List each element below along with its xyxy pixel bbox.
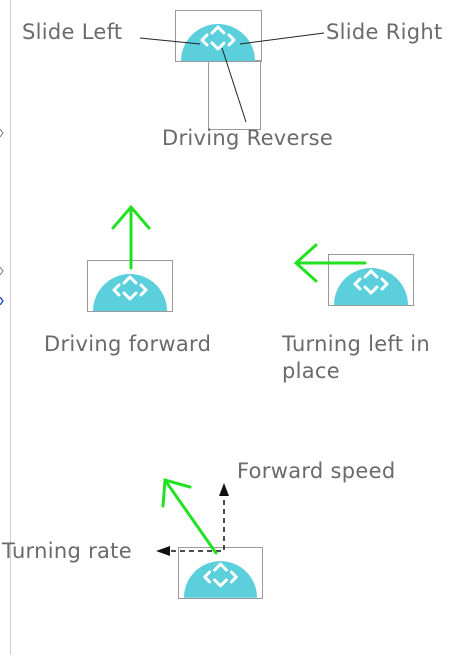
label-driving-forward: Driving forward (44, 332, 212, 356)
joystick-box-combined (178, 547, 263, 599)
label-turning-left-line2: place (282, 359, 340, 383)
arrow-diagonal-icon (161, 478, 218, 555)
joystick-dome-icon (181, 24, 255, 61)
leader-slide-right (239, 32, 325, 45)
joystick-dome-icon (183, 561, 258, 598)
joystick-box-top (175, 10, 262, 62)
arrow-left-icon (293, 243, 367, 283)
label-turning-rate: Turning rate (2, 539, 132, 563)
edge-mark (0, 290, 4, 306)
edge-mark (0, 260, 4, 276)
joystick-dome-icon (334, 268, 408, 305)
label-forward-speed: Forward speed (237, 459, 396, 483)
arrow-up-icon (111, 204, 151, 270)
label-slide-left: Slide Left (22, 20, 123, 44)
joystick-dome-icon (93, 274, 167, 311)
turning-rate-dashed-arrow (156, 546, 221, 556)
forward-speed-dashed-arrow (219, 483, 229, 550)
label-slide-right: Slide Right (326, 20, 443, 44)
label-turning-left-line1: Turning left in (282, 332, 431, 356)
label-driving-reverse: Driving Reverse (162, 126, 334, 150)
edge-mark (0, 122, 4, 138)
joystick-box-turn-left (328, 254, 414, 306)
left-margin-rule (10, 0, 11, 655)
leader-driving-reverse (221, 47, 247, 123)
leader-slide-left (139, 37, 201, 45)
